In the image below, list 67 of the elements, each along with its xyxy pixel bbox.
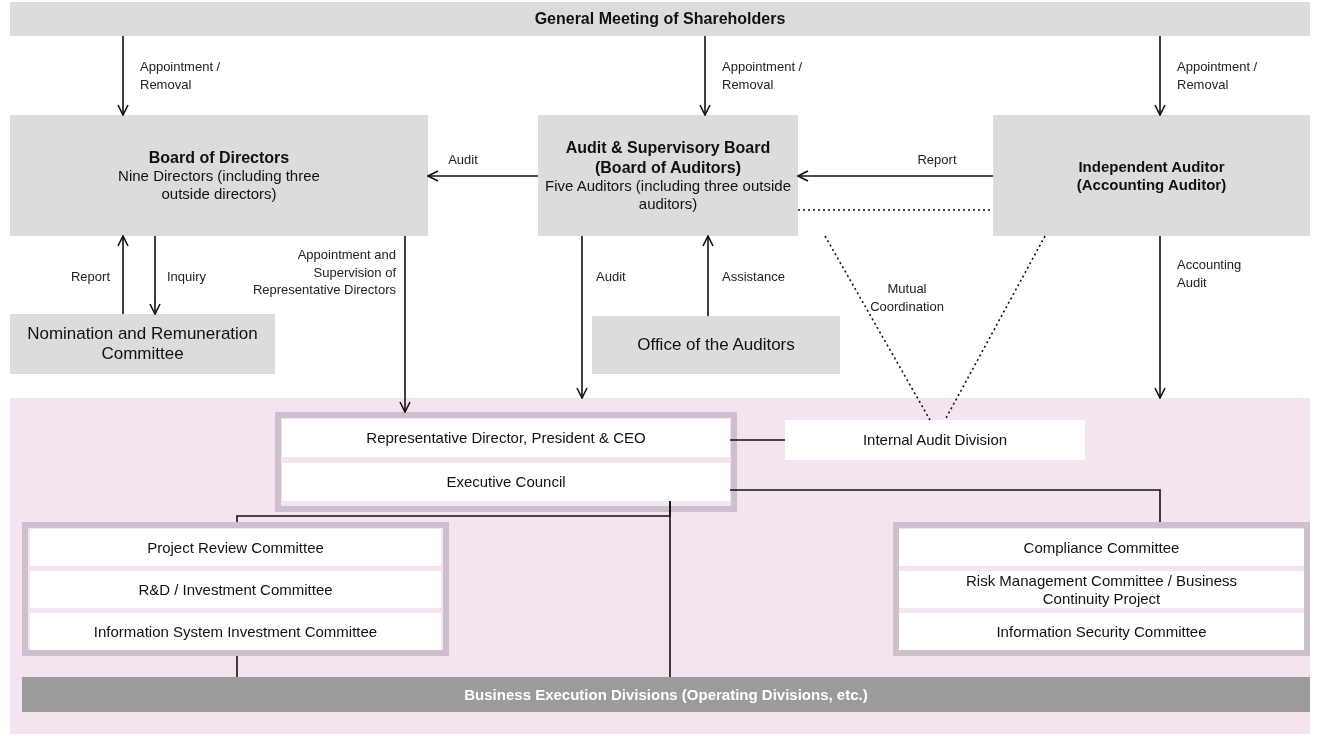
connector-line [824, 235, 931, 421]
connector-line [729, 439, 786, 441]
label-text: Representative Director, President & CEO [366, 429, 646, 447]
division-bar [22, 677, 1310, 712]
edge-label: Assistance [722, 268, 786, 286]
committee-box [899, 529, 1304, 566]
execution-area [10, 398, 1310, 734]
label-text: Risk Management Committee / Business Continuity Project [965, 571, 1238, 608]
committee-box [282, 419, 730, 457]
edge-label: Appointment / Removal [722, 58, 804, 94]
label-text: Information Security Committee [996, 622, 1207, 641]
label-text: Project Review Committee [147, 538, 324, 557]
arrow [117, 35, 129, 116]
committee-box [30, 613, 441, 650]
label-text: Five Auditors (including three outside auditors) [544, 176, 792, 213]
arrow [399, 235, 411, 413]
connector-line [944, 235, 1046, 421]
arrow [797, 170, 994, 182]
arrow [1154, 235, 1166, 399]
edge-label: Report [916, 151, 958, 169]
heading: Audit & Supervisory Board (Board of Auditors) [564, 138, 772, 177]
label-text: Nomination and Remuneration Committee [26, 323, 259, 365]
arrow [1154, 35, 1166, 116]
edge-label: Audit [596, 268, 627, 286]
edge-label: Inquiry [167, 268, 208, 286]
arrow [427, 170, 539, 182]
label-text: R&D / Investment Committee [138, 580, 333, 599]
label-text: Nine Directors (including three outside directors) [117, 167, 321, 204]
group-frame [275, 412, 737, 512]
arrow [117, 235, 129, 315]
arrow [702, 235, 714, 317]
governance-box [538, 115, 798, 236]
governance-box [993, 115, 1310, 236]
committee-box [785, 420, 1085, 460]
connector-line [669, 500, 671, 678]
note-text: Mutual Coordination [869, 280, 945, 316]
label-text: Office of the Auditors [637, 334, 795, 356]
edge-label: Appointment / Removal [140, 58, 222, 94]
label-text: Internal Audit Division [862, 431, 1008, 449]
arrow [149, 235, 161, 315]
label-text: Independent Auditor (Accounting Auditor) [1075, 157, 1228, 194]
edge-label: Appointment / Removal [1177, 58, 1259, 94]
committee-box [899, 571, 1304, 608]
group-frame [893, 522, 1310, 656]
arrow [576, 235, 588, 399]
committee-box [899, 613, 1304, 650]
committee-box [282, 463, 730, 501]
label-text: Business Execution Divisions (Operating Divisions, etc.) [464, 685, 868, 704]
connector-line [729, 489, 1161, 523]
label-text: Executive Council [446, 473, 566, 491]
committee-box [592, 316, 840, 374]
edge-label: Accounting Audit [1177, 256, 1243, 292]
group-frame [22, 522, 449, 656]
label-text: General Meeting of Shareholders [534, 9, 786, 29]
committee-box [30, 571, 441, 608]
committee-box [10, 314, 275, 374]
arrow [699, 35, 711, 116]
committee-box [30, 529, 441, 566]
connector-line [236, 655, 238, 678]
edge-label: Report [69, 268, 110, 286]
heading: Board of Directors [148, 147, 290, 168]
label-text: Information System Investment Committee [93, 622, 378, 641]
edge-label: Appointment and Supervision of Representative Directors [251, 246, 396, 299]
header-bar [10, 2, 1310, 36]
edge-label: Audit [447, 151, 479, 169]
governance-box [10, 115, 428, 236]
label-text: Compliance Committee [1023, 538, 1180, 557]
